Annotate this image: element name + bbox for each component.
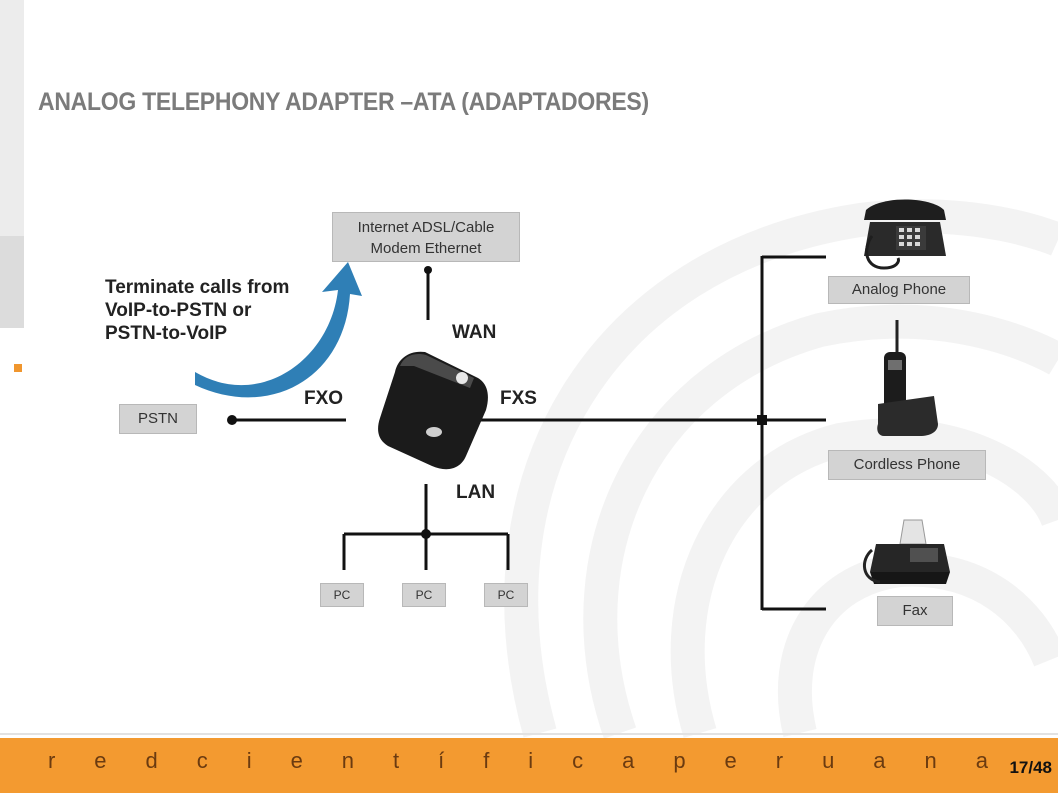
lan-label: LAN	[456, 482, 496, 503]
footer-letter: c	[196, 748, 208, 773]
footer-letter: t	[393, 748, 400, 773]
ata-device-icon	[378, 351, 488, 470]
footer-letter: e	[94, 748, 107, 773]
footer-letter: a	[622, 748, 635, 773]
internet-modem-label: Internet ADSL/Cable Modem Ethernet	[332, 212, 520, 262]
footer-letter: c	[572, 748, 584, 773]
blue-curved-arrow	[195, 262, 362, 398]
terminate-calls-note: Terminate calls from VoIP-to-PSTN or PST…	[105, 277, 290, 344]
footer-bar: r e d c i e n t í f i c a p e r u a n a 17/48	[0, 738, 1058, 793]
analog-phone-icon	[864, 199, 946, 270]
footer-letter: f	[483, 748, 490, 773]
footer-letter: r	[775, 748, 784, 773]
slide-title: ANALOG TELEPHONY ADAPTER –ATA (ADAPTADOR…	[38, 88, 649, 116]
analog-phone-label: Analog Phone	[828, 276, 970, 304]
left-decor-bar-lower	[0, 236, 24, 328]
footer-letter: í	[438, 748, 445, 773]
cordless-phone-icon	[877, 320, 938, 436]
footer-letter: i	[528, 748, 534, 773]
pc-label-2: PC	[402, 583, 446, 607]
pstn-label: PSTN	[119, 404, 197, 434]
footer-letter: u	[822, 748, 835, 773]
fxs-label: FXS	[500, 388, 537, 409]
footer-letter: i	[246, 748, 252, 773]
fax-icon	[863, 519, 950, 584]
fxo-label: FXO	[304, 388, 344, 409]
footer-letter: e	[290, 748, 303, 773]
pc-label-3: PC	[484, 583, 528, 607]
footer-letter: d	[145, 748, 158, 773]
cordless-phone-label: Cordless Phone	[828, 450, 986, 480]
footer-letter: a	[975, 748, 988, 773]
footer-letter: r	[48, 748, 56, 773]
wan-label: WAN	[452, 322, 497, 343]
footer-letter: e	[724, 748, 737, 773]
footer-separator	[0, 733, 1058, 735]
left-decor-bar	[0, 0, 24, 236]
page-number: 17/48	[1009, 758, 1052, 777]
footer-letter: a	[873, 748, 886, 773]
footer-letter: n	[341, 748, 355, 773]
pc-label-1: PC	[320, 583, 364, 607]
footer-letter: n	[924, 748, 937, 773]
bullet-marker	[14, 364, 22, 372]
footer-letter: p	[673, 748, 686, 773]
fax-label: Fax	[877, 596, 953, 626]
